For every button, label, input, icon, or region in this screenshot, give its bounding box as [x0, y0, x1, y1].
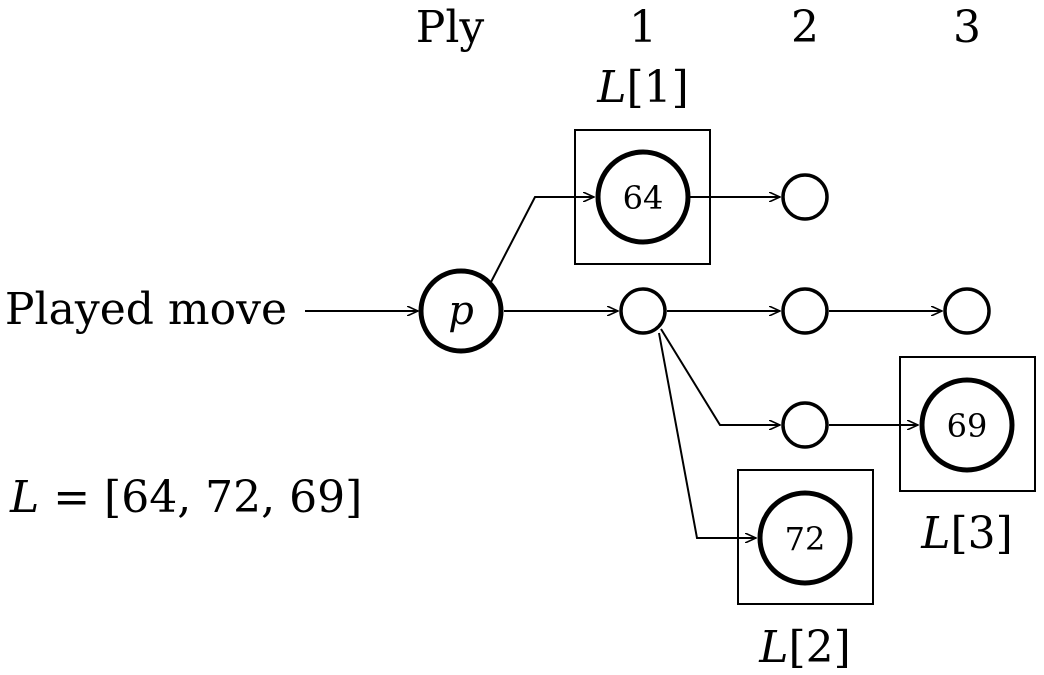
list-var: L: [9, 472, 39, 523]
root-node-label: p: [448, 288, 474, 334]
root-node: [418, 268, 504, 354]
ply-number-3: 3: [953, 2, 981, 53]
tag-l2-index: [2]: [788, 622, 850, 673]
tag-l3-index: [3]: [950, 508, 1012, 559]
tag-l3-var: L: [920, 508, 950, 559]
node-64: [595, 149, 691, 245]
tag-l1-index: [1]: [626, 62, 688, 113]
list-values: = [64, 72, 69]: [39, 472, 362, 523]
node-ply2-mid: [781, 287, 829, 335]
node-69: [919, 377, 1015, 473]
list-definition: L = [64, 72, 69]: [9, 472, 362, 523]
ply-number-2: 2: [791, 2, 819, 53]
edge-ply1-to-ply2-low: [660, 328, 780, 425]
node-ply2-low: [781, 401, 829, 449]
node-ply2-top: [781, 173, 829, 221]
played-move-label: Played move: [5, 284, 287, 335]
node-64-label: 64: [623, 179, 664, 217]
tag-l2-var: L: [758, 622, 788, 673]
node-ply3-top: [943, 287, 991, 335]
tag-l1: L[1]: [596, 62, 689, 113]
edge-root-to-64: [490, 197, 594, 283]
node-69-label: 69: [947, 407, 988, 445]
ply-label: Ply: [416, 2, 485, 53]
tag-l2: L[2]: [758, 622, 851, 673]
tag-l3: L[3]: [920, 508, 1013, 559]
tag-l1-var: L: [596, 62, 626, 113]
node-72-label: 72: [785, 520, 826, 558]
node-ply1-main: [619, 287, 667, 335]
ply-number-1: 1: [629, 2, 657, 53]
node-72: [757, 490, 853, 586]
edge-ply1-to-72: [658, 332, 756, 538]
